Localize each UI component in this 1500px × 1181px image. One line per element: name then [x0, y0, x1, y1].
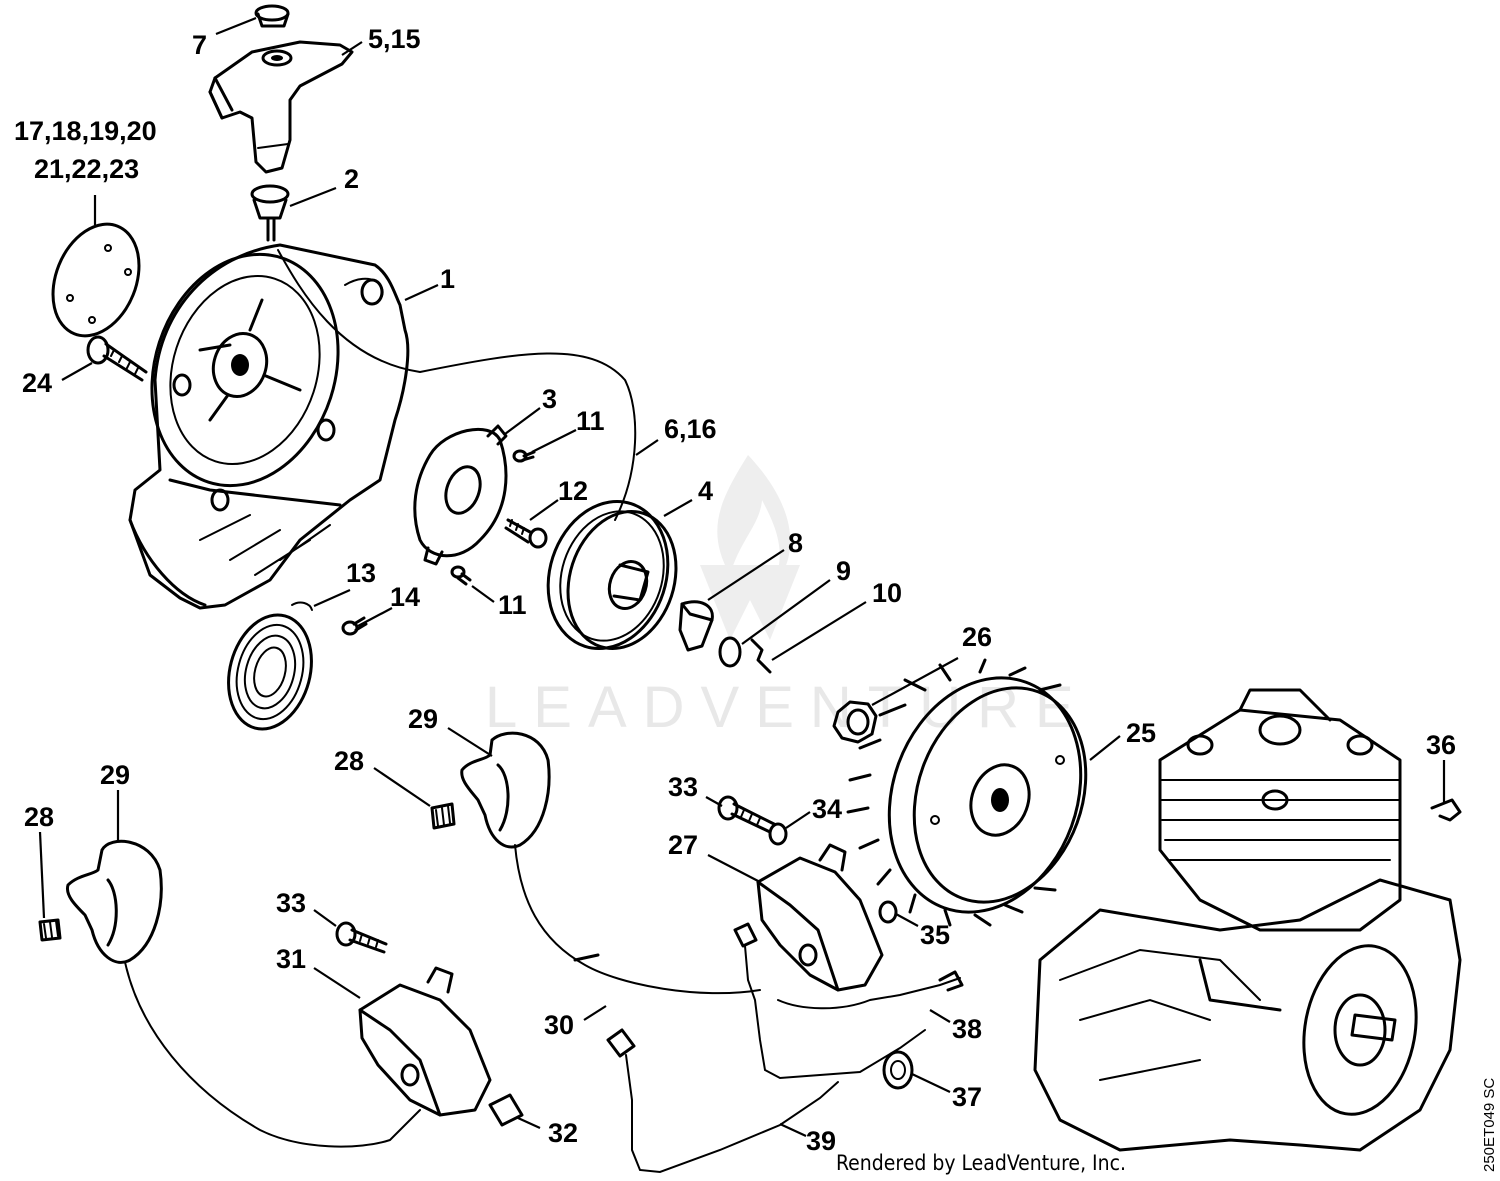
callout-11b: 11 — [498, 590, 527, 620]
callout-27: 27 — [668, 830, 698, 860]
callout-35: 35 — [920, 920, 950, 950]
callout-33a: 33 — [668, 772, 698, 802]
callout-14: 14 — [390, 582, 420, 612]
part-flywheel — [846, 658, 1088, 927]
part-starter-rope — [277, 249, 637, 521]
part-cap — [254, 4, 290, 28]
part-pawl — [678, 600, 714, 652]
figure-code: 250ET049 SC — [1481, 1078, 1498, 1172]
part-spark-plug-boot-29b — [65, 839, 421, 1148]
callout-36: 36 — [1426, 730, 1456, 760]
callout-31: 31 — [276, 944, 306, 974]
part-spring-clip — [750, 638, 772, 674]
part-spring-housing — [413, 424, 508, 566]
part-screw-12 — [504, 518, 548, 549]
part-engine-block — [1033, 688, 1462, 1152]
callout-7: 7 — [192, 30, 207, 60]
part-cover-plate — [51, 222, 141, 338]
callout-3: 3 — [542, 384, 557, 414]
callout-4: 4 — [698, 476, 713, 506]
part-ignition-module-27 — [733, 843, 964, 1080]
callout-labels: 7 5,15 17,18,19,20 21,22,23 2 1 24 3 11 … — [14, 24, 1456, 1156]
part-screw-24 — [86, 335, 148, 382]
part-screw-33b — [335, 921, 388, 954]
callout-2: 2 — [344, 164, 359, 194]
callout-28b: 28 — [24, 802, 54, 832]
part-block-32 — [488, 1093, 524, 1127]
part-spark-plug-boot-29a — [460, 731, 761, 995]
callout-10: 10 — [872, 578, 902, 608]
callout-5-15: 5,15 — [368, 24, 421, 54]
watermark-text: LEADVENTURE — [485, 675, 1090, 740]
part-grommet — [882, 1050, 914, 1090]
callout-28a: 28 — [334, 746, 364, 776]
part-clip-36 — [1430, 798, 1462, 822]
part-rope-guide — [250, 184, 290, 242]
callout-33b: 33 — [276, 888, 306, 918]
callout-25: 25 — [1126, 718, 1156, 748]
callout-30: 30 — [544, 1010, 574, 1040]
part-screw-33a — [717, 795, 776, 834]
callout-12: 12 — [558, 476, 588, 506]
part-washer-9 — [718, 636, 742, 668]
part-rewind-spring — [227, 601, 313, 731]
callout-32: 32 — [548, 1118, 578, 1148]
watermark: LEADVENTURE — [485, 455, 1090, 740]
callout-8: 8 — [788, 528, 803, 558]
leader-lines — [38, 16, 1446, 1137]
callout-37: 37 — [952, 1082, 982, 1112]
part-screw-11a — [512, 449, 536, 463]
part-screw-11b — [450, 565, 472, 586]
callout-17-20: 17,18,19,20 — [14, 116, 157, 146]
credit-text: Rendered by LeadVenture, Inc. — [836, 1151, 1126, 1175]
callout-1: 1 — [440, 264, 455, 294]
part-spring-28a — [430, 802, 456, 830]
callout-29b: 29 — [100, 760, 130, 790]
part-nut — [832, 700, 878, 744]
part-ground-wire — [606, 1028, 839, 1174]
part-washer-34 — [768, 822, 788, 846]
part-fan-housing — [128, 243, 410, 610]
part-ignition-module-31 — [358, 966, 492, 1117]
callout-38: 38 — [952, 1014, 982, 1044]
callout-29a: 29 — [408, 704, 438, 734]
callout-21-23: 21,22,23 — [34, 154, 139, 184]
part-starter-grip — [208, 40, 354, 174]
callout-11a: 11 — [576, 406, 605, 436]
callout-39: 39 — [806, 1126, 836, 1156]
callout-24: 24 — [22, 368, 52, 398]
part-rope-rotor — [546, 499, 678, 651]
part-spring-28b — [38, 918, 62, 942]
callout-34: 34 — [812, 794, 842, 824]
callout-6-16: 6,16 — [664, 414, 717, 444]
callout-26: 26 — [962, 622, 992, 652]
part-washer-35 — [878, 900, 898, 924]
callout-9: 9 — [836, 556, 851, 586]
part-screw-14 — [341, 616, 368, 636]
callout-13: 13 — [346, 558, 376, 588]
